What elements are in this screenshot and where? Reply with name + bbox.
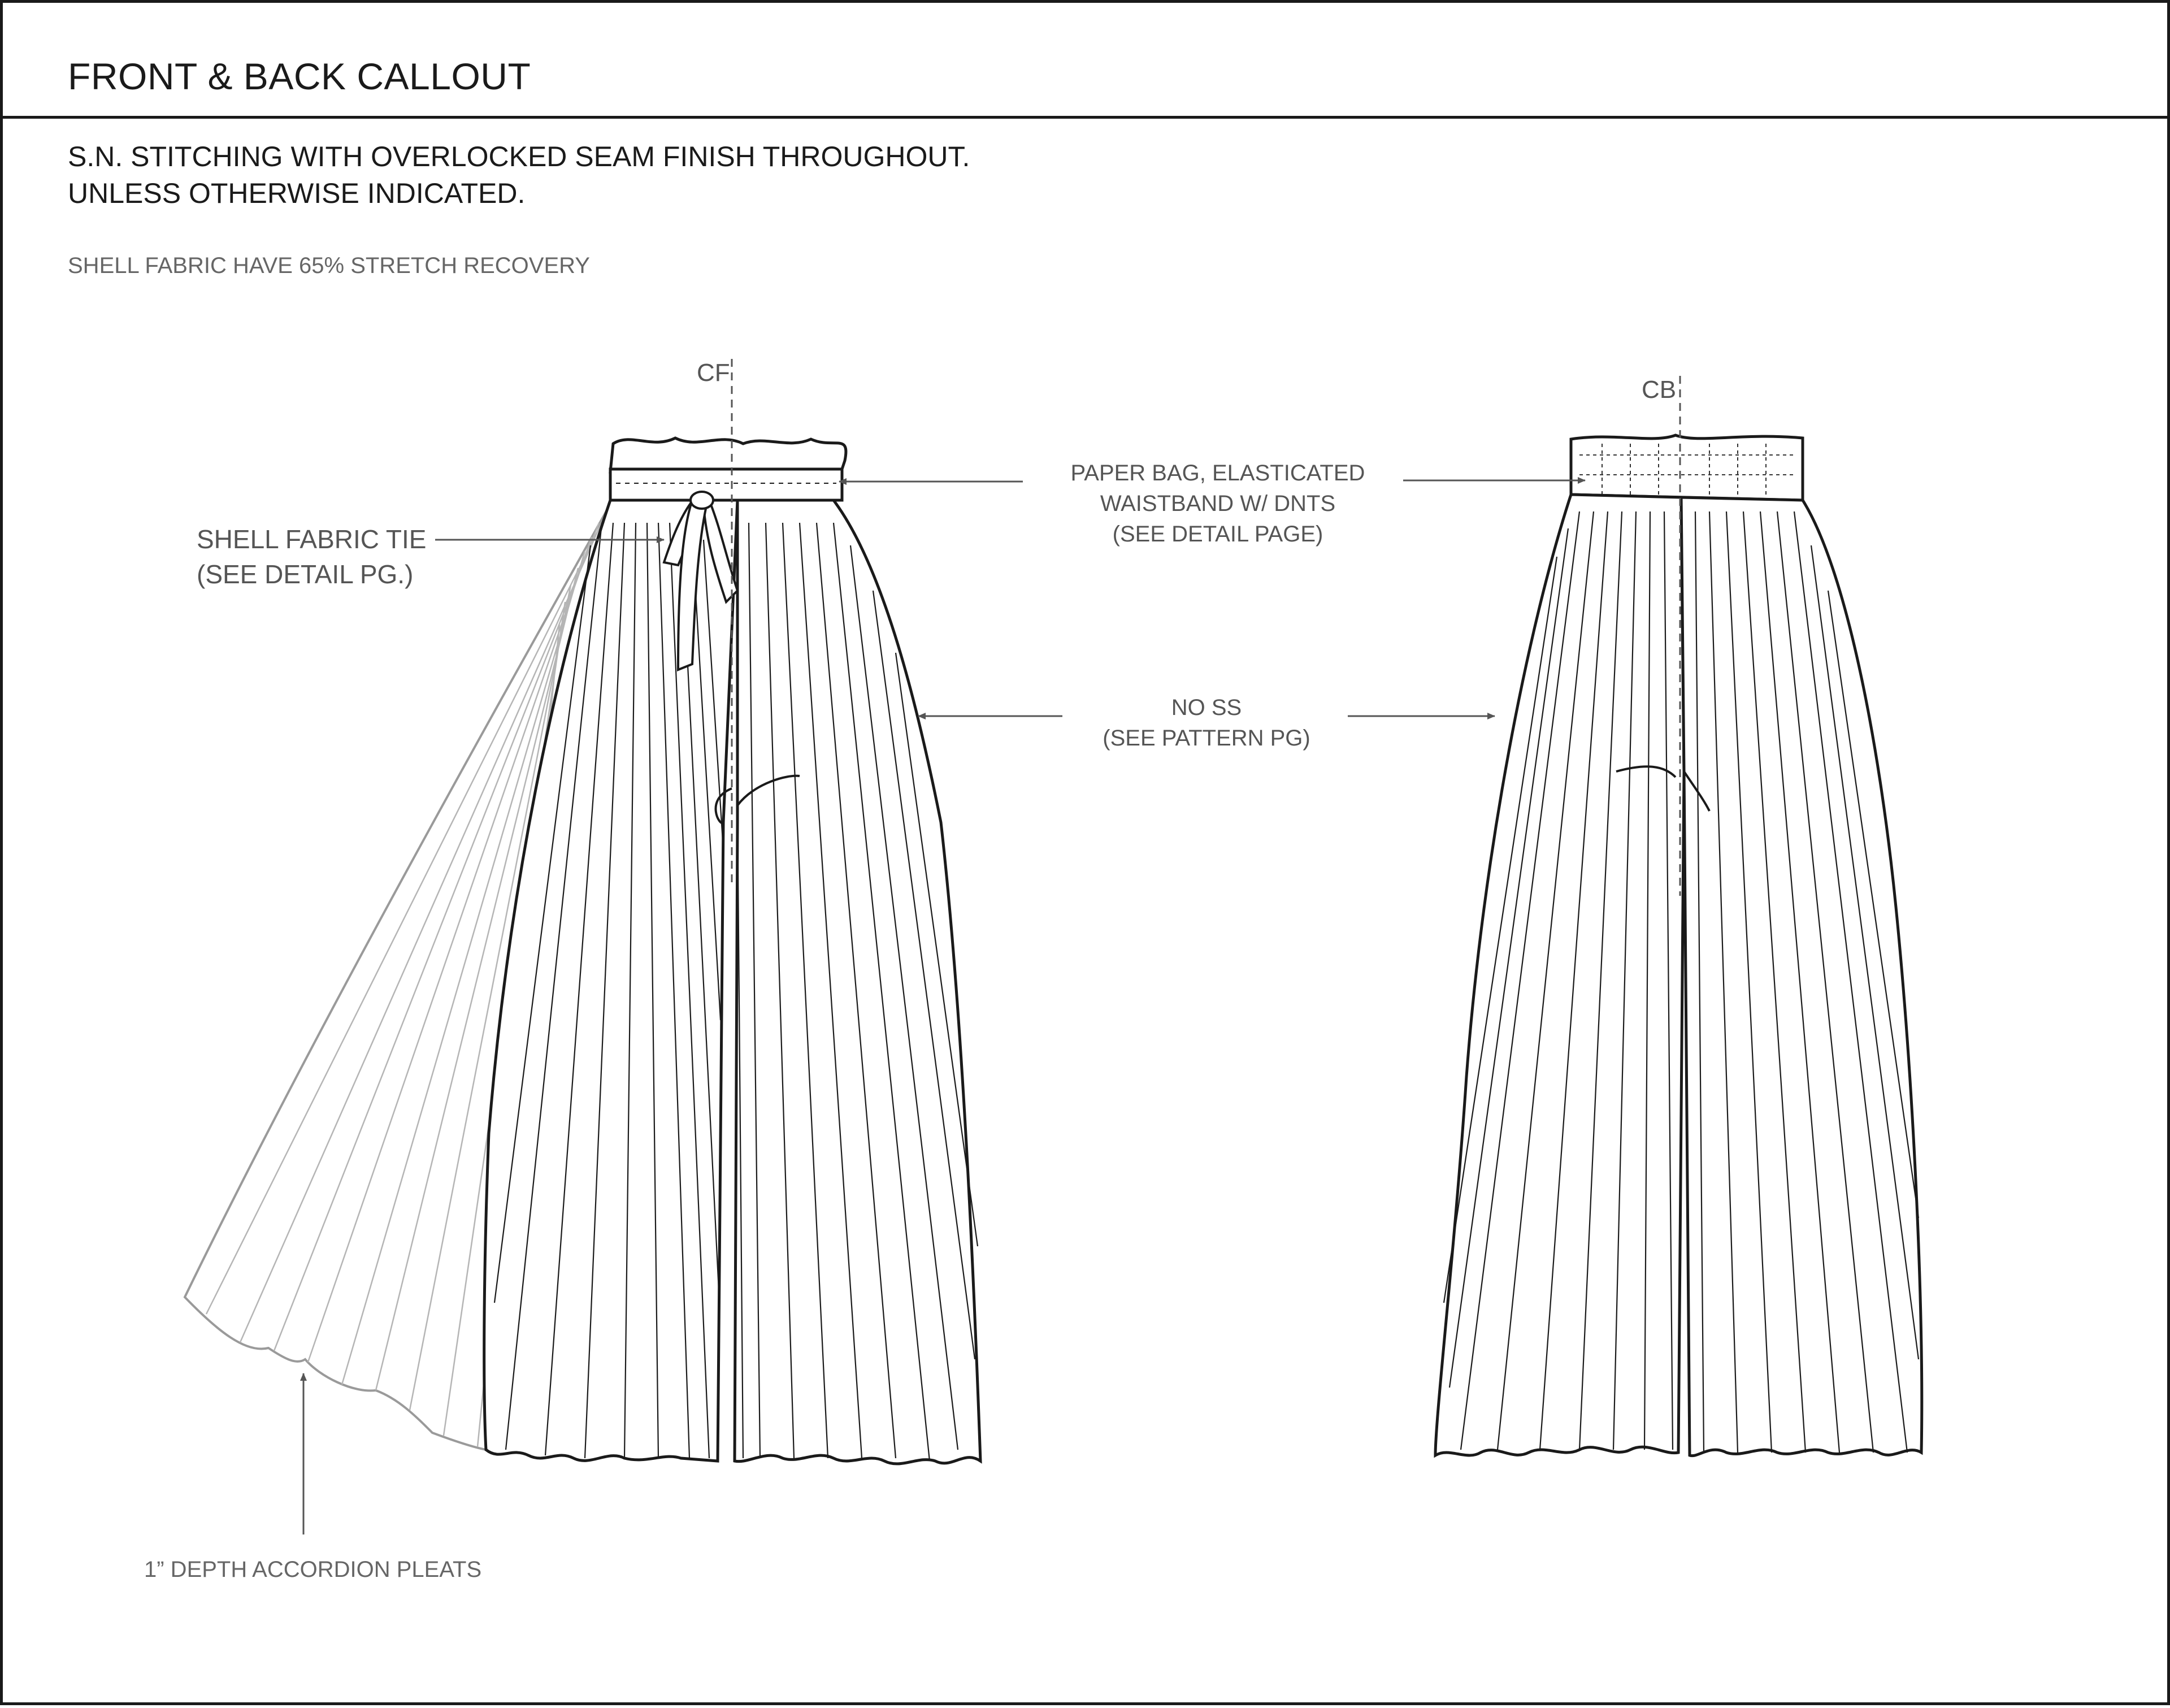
front-right-leg bbox=[733, 498, 982, 1466]
front-waistband bbox=[609, 436, 848, 502]
back-left-leg bbox=[1434, 493, 1686, 1458]
garment-flats bbox=[183, 359, 1924, 1534]
construction-note-1: S.N. STITCHING WITH OVERLOCKED SEAM FINI… bbox=[68, 141, 970, 172]
side-seam-callout: NO SS (SEE PATTERN PG) bbox=[1077, 692, 1336, 753]
shell-fabric-tie bbox=[662, 491, 739, 671]
page-title: FRONT & BACK CALLOUT bbox=[68, 55, 531, 97]
back-waistband bbox=[1569, 433, 1804, 502]
waistband-callout-line3: (SEE DETAIL PAGE) bbox=[1112, 522, 1323, 547]
callout-leaders bbox=[300, 477, 1586, 1534]
front-view bbox=[183, 359, 982, 1466]
side-seam-callout-line2: (SEE PATTERN PG) bbox=[1103, 726, 1310, 751]
tie-callout-line1: SHELL FABRIC TIE bbox=[197, 524, 427, 554]
cf-marker: CF bbox=[697, 359, 730, 387]
pleats-callout: 1” DEPTH ACCORDION PLEATS bbox=[144, 1557, 482, 1582]
tie-callout: SHELL FABRIC TIE (SEE DETAIL PG.) bbox=[197, 522, 426, 592]
front-left-leg bbox=[483, 498, 739, 1463]
header-bar: FRONT & BACK CALLOUT bbox=[3, 3, 2167, 119]
construction-note-2: UNLESS OTHERWISE INDICATED. bbox=[68, 177, 526, 209]
back-right-leg bbox=[1679, 496, 1924, 1458]
waistband-callout-line2: WAISTBAND W/ DNTS bbox=[1100, 491, 1336, 516]
back-view bbox=[1434, 376, 1924, 1458]
side-seam-callout-line1: NO SS bbox=[1171, 695, 1242, 720]
tie-callout-line2: (SEE DETAIL PG.) bbox=[197, 560, 414, 589]
fabric-note: SHELL FABRIC HAVE 65% STRETCH RECOVERY bbox=[68, 253, 590, 278]
waistband-callout-line1: PAPER BAG, ELASTICATED bbox=[1070, 461, 1365, 485]
cb-marker: CB bbox=[1642, 376, 1677, 404]
waistband-callout: PAPER BAG, ELASTICATED WAISTBAND W/ DNTS… bbox=[1037, 458, 1399, 549]
